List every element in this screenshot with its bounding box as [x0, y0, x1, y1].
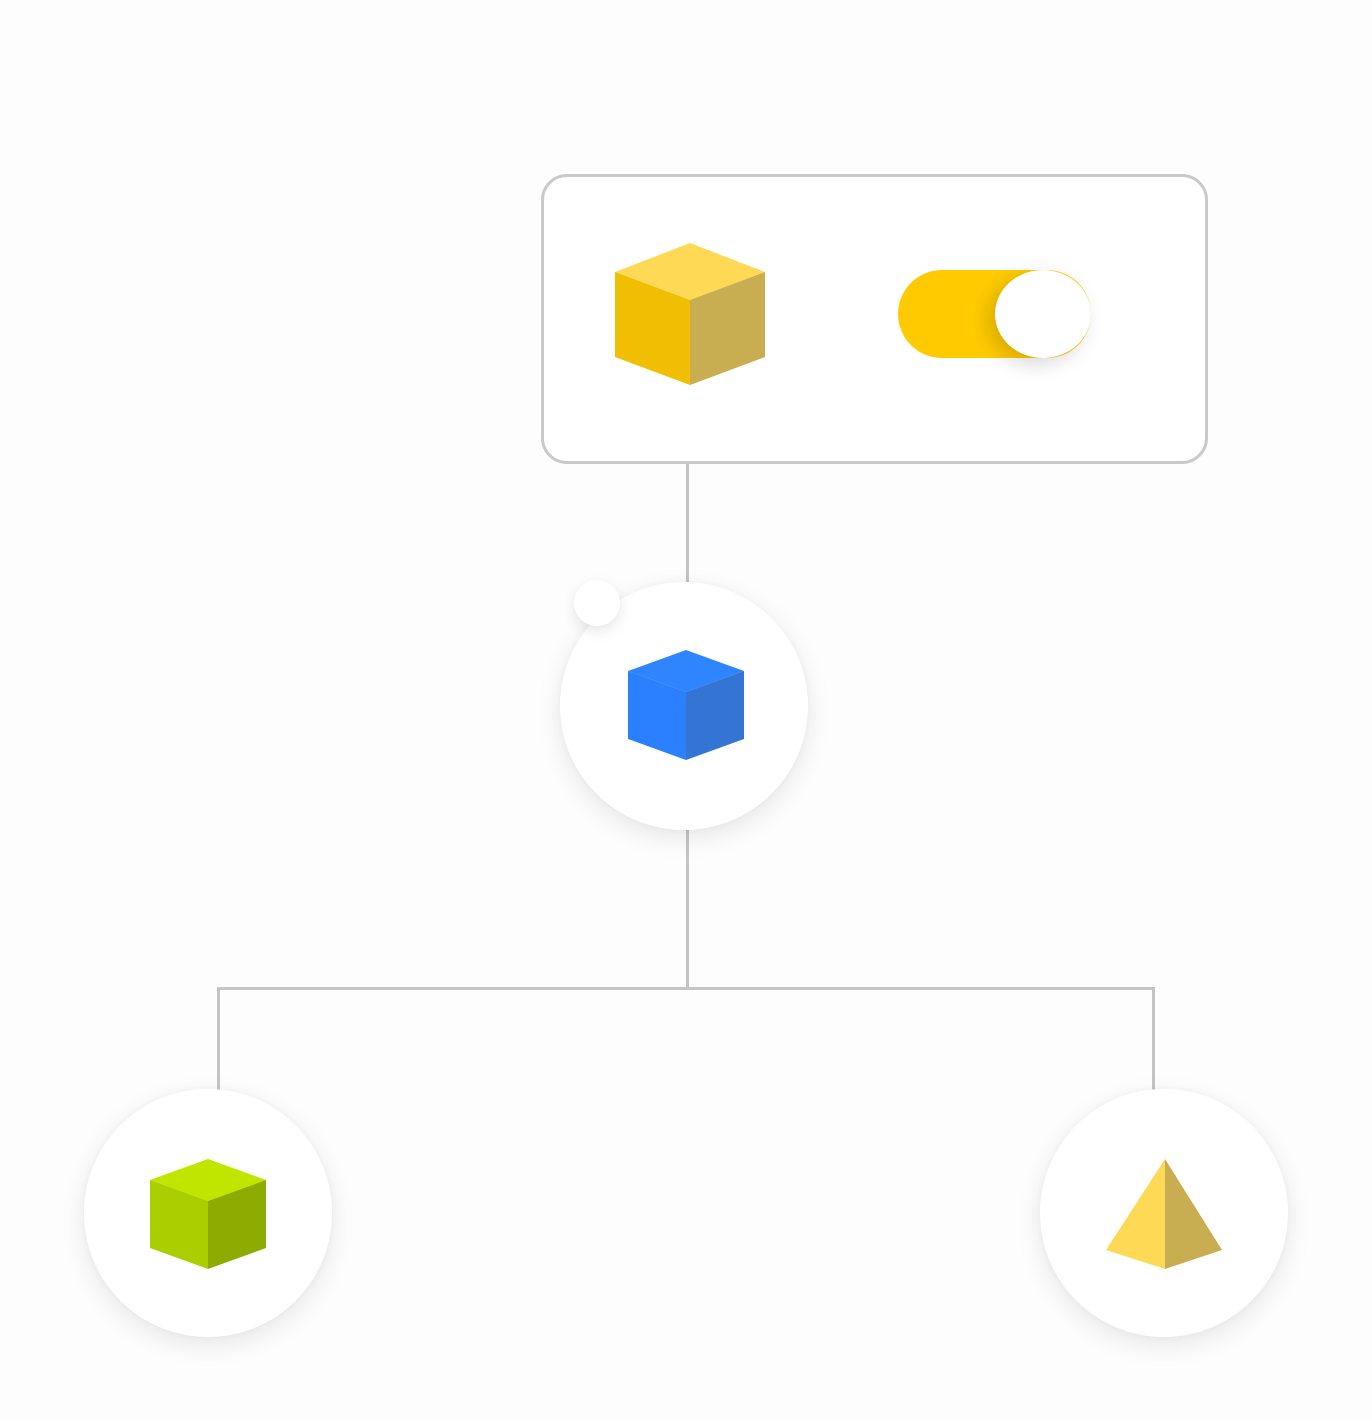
toggle-switch[interactable] — [898, 270, 1091, 358]
connector-horizontal — [217, 987, 1155, 990]
connector-card-to-center — [686, 464, 689, 584]
yellow-pyramid-icon — [1106, 1159, 1222, 1269]
blue-cube-icon — [628, 650, 744, 760]
connector-left-down — [217, 987, 220, 1090]
status-dot — [574, 580, 620, 626]
connector-right-down — [1152, 987, 1155, 1090]
connector-center-down — [686, 829, 689, 989]
green-cube-icon — [150, 1159, 266, 1269]
yellow-cube-icon — [615, 243, 765, 385]
toggle-knob[interactable] — [995, 270, 1091, 358]
